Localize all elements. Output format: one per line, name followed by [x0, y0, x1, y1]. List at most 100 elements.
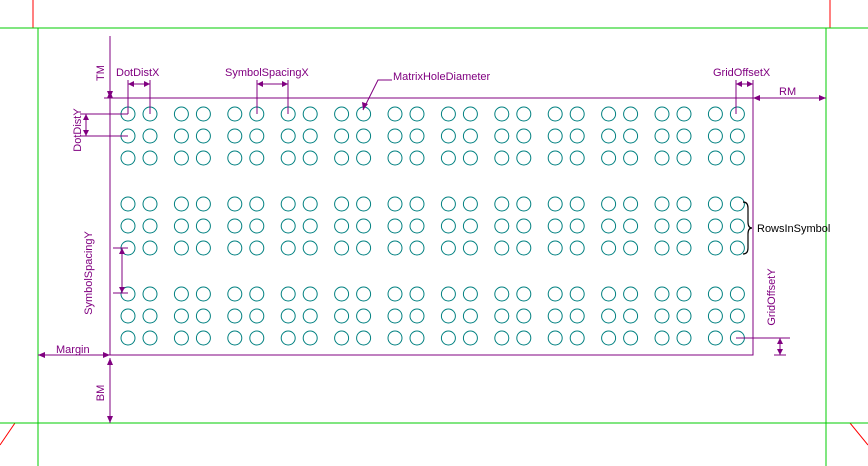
matrix-hole: [494, 286, 510, 302]
matrix-hole: [173, 106, 189, 122]
matrix-hole: [227, 196, 243, 212]
matrix-hole: [494, 308, 510, 324]
matrix-hole: [676, 308, 692, 324]
matrix-hole: [249, 330, 265, 346]
matrix-hole: [494, 330, 510, 346]
matrix-hole: [249, 286, 265, 302]
symbol-spacing-y-label: SymbolSpacingY: [83, 230, 95, 314]
matrix-hole: [227, 150, 243, 166]
matrix-hole: [280, 128, 296, 144]
rm-label: RM: [779, 86, 796, 98]
matrix-hole: [334, 150, 350, 166]
fold-lines: [0, 27, 868, 466]
matrix-hole: [440, 240, 456, 256]
matrix-hole: [440, 286, 456, 302]
matrix-hole: [173, 150, 189, 166]
matrix-hole: [707, 286, 723, 302]
matrix-hole: [440, 218, 456, 234]
matrix-hole: [516, 330, 532, 346]
matrix-hole: [494, 196, 510, 212]
matrix-hole: [516, 196, 532, 212]
matrix-hole: [120, 308, 136, 324]
dot-dist-y-label: DotDistY: [72, 108, 84, 152]
matrix-hole: [280, 196, 296, 212]
matrix-hole: [334, 106, 350, 122]
matrix-hole: [623, 286, 639, 302]
matrix-hole: [569, 240, 585, 256]
matrix-hole: [676, 286, 692, 302]
matrix-hole: [729, 240, 745, 256]
matrix-hole: [387, 150, 403, 166]
matrix-hole: [676, 240, 692, 256]
matrix-hole: [654, 196, 670, 212]
matrix-hole: [356, 150, 372, 166]
matrix-hole: [623, 106, 639, 122]
matrix-hole: [654, 308, 670, 324]
matrix-hole: [440, 196, 456, 212]
matrix-hole: [729, 128, 745, 144]
matrix-hole: [676, 218, 692, 234]
tm-label: TM: [95, 65, 107, 81]
matrix-hole: [409, 150, 425, 166]
matrix-hole: [623, 240, 639, 256]
matrix-hole: [195, 308, 211, 324]
matrix-hole: [494, 240, 510, 256]
matrix-hole: [195, 240, 211, 256]
matrix-hole: [462, 128, 478, 144]
matrix-hole: [547, 218, 563, 234]
matrix-hole: [195, 150, 211, 166]
matrix-hole: [302, 196, 318, 212]
matrix-hole: [462, 106, 478, 122]
matrix-hole: [227, 106, 243, 122]
matrix-hole: [280, 150, 296, 166]
matrix-hole: [249, 240, 265, 256]
matrix-hole: [494, 150, 510, 166]
matrix-hole: [142, 128, 158, 144]
matrix-hole: [409, 196, 425, 212]
matrix-hole: [516, 150, 532, 166]
matrix-hole: [729, 286, 745, 302]
matrix-hole: [654, 240, 670, 256]
matrix-hole: [547, 106, 563, 122]
matrix-frame: [109, 97, 754, 356]
matrix-hole: [494, 128, 510, 144]
matrix-hole: [569, 106, 585, 122]
matrix-hole: [462, 308, 478, 324]
matrix-hole: [173, 218, 189, 234]
matrix-hole: [409, 308, 425, 324]
matrix-hole: [195, 286, 211, 302]
matrix-hole: [334, 330, 350, 346]
matrix-hole: [462, 150, 478, 166]
matrix-hole: [569, 218, 585, 234]
matrix-hole: [227, 308, 243, 324]
matrix-hole: [654, 218, 670, 234]
matrix-hole: [440, 330, 456, 346]
matrix-hole: [729, 218, 745, 234]
matrix-hole: [547, 240, 563, 256]
matrix-hole: [356, 330, 372, 346]
matrix-hole: [516, 128, 532, 144]
matrix-hole: [173, 330, 189, 346]
matrix-hole: [494, 106, 510, 122]
matrix-hole: [516, 218, 532, 234]
matrix-hole: [569, 286, 585, 302]
matrix-hole: [729, 308, 745, 324]
matrix-hole: [227, 128, 243, 144]
matrix-hole: [334, 218, 350, 234]
matrix-hole: [707, 150, 723, 166]
matrix-hole: [195, 196, 211, 212]
matrix-hole: [707, 196, 723, 212]
matrix-hole: [516, 106, 532, 122]
matrix-hole: [623, 218, 639, 234]
matrix-hole: [601, 106, 617, 122]
matrix-hole: [302, 240, 318, 256]
matrix-hole: [302, 286, 318, 302]
matrix-hole: [409, 218, 425, 234]
matrix-hole: [249, 150, 265, 166]
matrix-hole: [173, 286, 189, 302]
bm-label: BM: [95, 385, 107, 402]
matrix-hole: [142, 240, 158, 256]
matrix-hole: [569, 308, 585, 324]
matrix-hole: [623, 150, 639, 166]
